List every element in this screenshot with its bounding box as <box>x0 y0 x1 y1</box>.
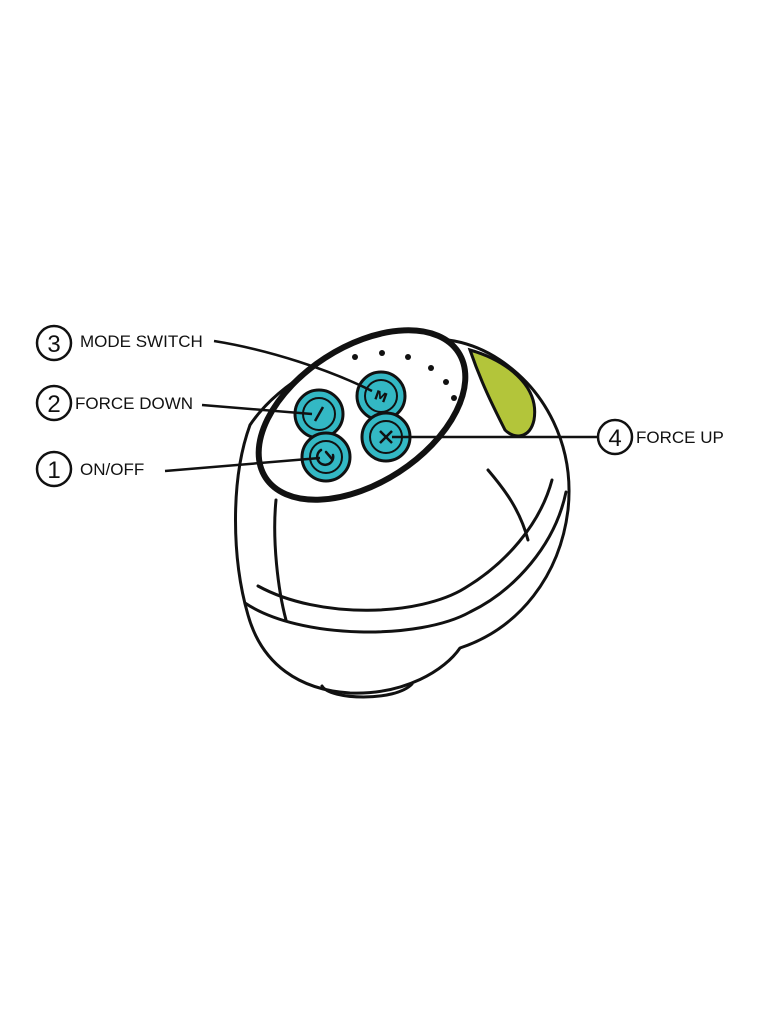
control-panel: M <box>255 327 469 503</box>
callout-1-number: 1 <box>47 457 60 484</box>
callout-3-label: MODE SWITCH <box>80 332 203 351</box>
mode-button[interactable]: M <box>355 370 407 422</box>
leader-line-1 <box>164 456 321 473</box>
callout-3-number: 3 <box>47 331 60 358</box>
plus-icon <box>379 430 393 444</box>
power-button[interactable] <box>300 431 352 483</box>
callout-4-label: FORCE UP <box>636 428 724 447</box>
callout-3: 3 MODE SWITCH <box>35 324 373 393</box>
callout-4-number: 4 <box>608 425 621 452</box>
callout-2-label: FORCE DOWN <box>75 394 193 413</box>
callout-1: 1 ON/OFF <box>35 450 321 488</box>
callout-2-number: 2 <box>47 391 60 418</box>
minus-icon <box>313 406 325 422</box>
callout-4: 4 FORCE UP <box>392 418 724 456</box>
mode-button-label: M <box>372 388 389 407</box>
callout-1-label: ON/OFF <box>80 460 144 479</box>
grip-pad-right <box>467 347 537 438</box>
callout-2: 2 FORCE DOWN <box>35 384 313 422</box>
indicator-dots <box>352 350 457 401</box>
leader-line-3 <box>213 339 373 393</box>
power-icon <box>316 448 335 467</box>
leader-line-2 <box>201 403 313 416</box>
